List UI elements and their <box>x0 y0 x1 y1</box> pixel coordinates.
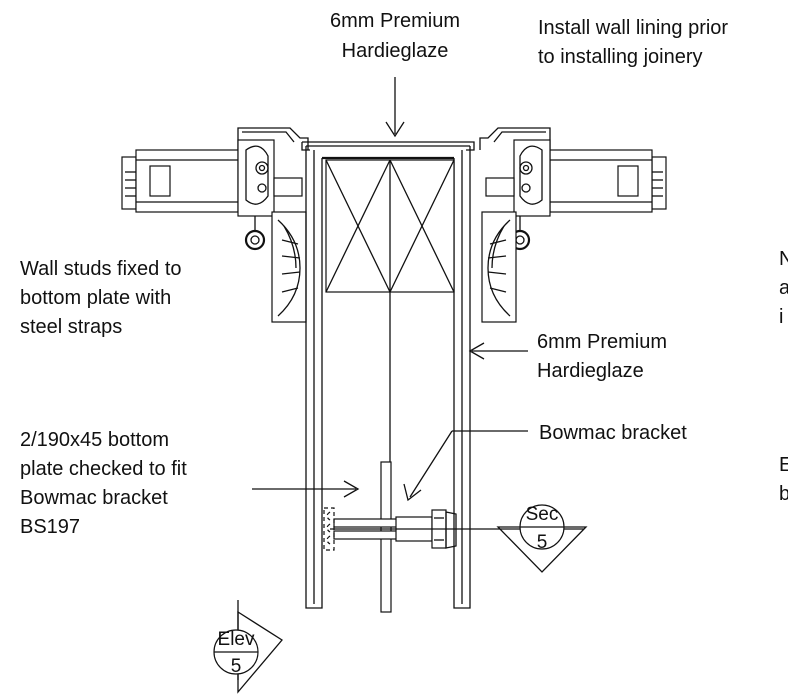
leader-lines <box>252 77 528 502</box>
svg-text:plate checked to fit: plate checked to fit <box>20 458 187 480</box>
clipped-note-2: E b <box>779 454 788 505</box>
bowmac-bracket-label: Bowmac bracket <box>539 422 687 444</box>
top-right-note: Install wall lining prior to installing … <box>538 17 728 68</box>
bottom-plate-note: 2/190x45 bottom plate checked to fit Bow… <box>20 429 187 538</box>
elevation-marker <box>213 600 283 694</box>
svg-text:Wall studs fixed to: Wall studs fixed to <box>20 258 182 280</box>
svg-text:6mm Premium: 6mm Premium <box>537 331 667 353</box>
elevation-marker-top: Elev <box>218 629 255 650</box>
svg-text:b: b <box>779 483 788 505</box>
svg-text:BS197: BS197 <box>20 516 80 538</box>
svg-text:Hardieglaze: Hardieglaze <box>537 360 644 382</box>
svg-text:to installing joinery: to installing joinery <box>538 46 703 68</box>
section-marker <box>496 504 588 573</box>
left-packer <box>271 211 307 323</box>
svg-text:N: N <box>779 248 788 270</box>
elevation-marker-bottom: 5 <box>231 656 242 677</box>
section-marker-top: Sec <box>526 504 559 525</box>
svg-text:i: i <box>779 306 783 328</box>
svg-text:Hardieglaze: Hardieglaze <box>342 40 449 62</box>
top-label: 6mm Premium Hardieglaze <box>330 10 460 62</box>
right-lining-label: 6mm Premium Hardieglaze <box>537 331 667 382</box>
left-window-frame <box>121 127 309 251</box>
svg-text:Bowmac bracket: Bowmac bracket <box>20 487 168 509</box>
svg-text:2/190x45 bottom: 2/190x45 bottom <box>20 429 169 451</box>
svg-text:bottom plate with: bottom plate with <box>20 287 171 309</box>
svg-text:steel straps: steel straps <box>20 316 122 338</box>
svg-text:6mm Premium: 6mm Premium <box>330 10 460 32</box>
section-marker-bottom: 5 <box>537 532 548 553</box>
wall-assembly <box>301 141 584 613</box>
right-packer <box>481 211 517 323</box>
svg-text:a: a <box>779 277 788 299</box>
left-note: Wall studs fixed to bottom plate with st… <box>20 258 182 338</box>
svg-text:Install wall lining prior: Install wall lining prior <box>538 17 728 39</box>
right-window-frame <box>479 127 667 251</box>
clipped-note-1: N a i <box>779 248 788 328</box>
svg-text:E: E <box>779 454 788 476</box>
